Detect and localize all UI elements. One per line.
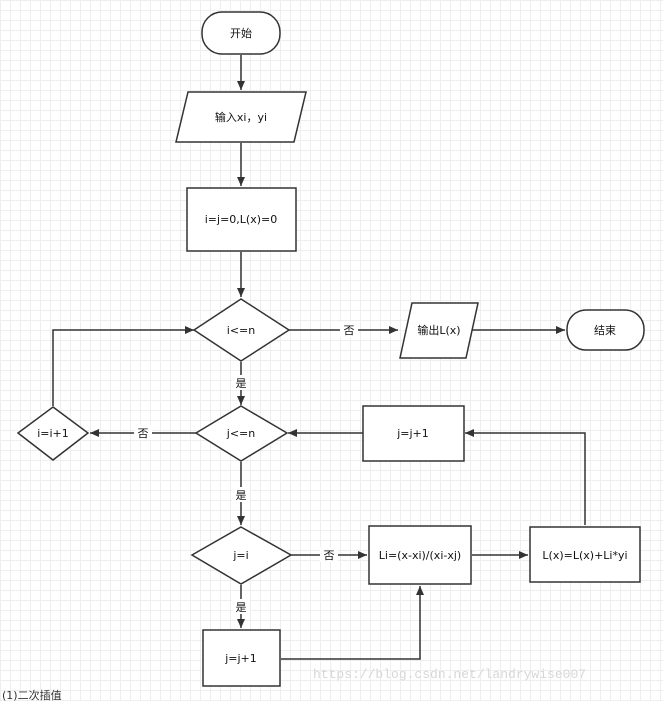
node-cond-i-label: i<=n [227,324,255,337]
node-input-label: 输入xi，yi [215,110,267,124]
node-end: 结束 [566,309,645,351]
node-l-update-label: L(x)=L(x)+Li*yi [542,549,627,562]
edges [52,55,586,660]
node-li-calc: Li=(x-xi)/(xi-xj) [368,525,472,585]
node-init-label: i=j=0,L(x)=0 [205,213,277,226]
node-start: 开始 [201,11,281,55]
edge-label-bg [232,599,250,614]
node-cond-eq-label: j=i [232,549,248,562]
node-li-calc-label: Li=(x-xi)/(xi-xj) [379,549,461,562]
watermark: https://blog.csdn.net/landrywise007 [313,667,586,682]
edge-label-cond-eq-yes: 是 [236,601,247,614]
edge-label-bg [320,547,338,562]
edge-label-cond-j-no: 否 [138,427,149,440]
node-output: 输出L(x) [399,302,479,359]
edge-label-cond-eq-no: 否 [324,549,335,562]
edge-label-cond-i-yes: 是 [236,377,247,390]
node-inc-j-bottom-label: j=j+1 [224,652,257,665]
node-cond-j: j<=n [194,405,289,462]
edge-label-bg [232,487,250,502]
node-inc-j-bottom: j=j+1 [202,629,281,687]
node-inc-i: i=i+1 [16,406,90,461]
edge-inc-i-cond-i [52,326,194,406]
node-output-label: 输出L(x) [417,323,460,337]
node-cond-j-label: j<=n [226,427,255,440]
node-l-update: L(x)=L(x)+Li*yi [529,526,641,583]
node-cond-i: i<=n [192,298,291,362]
node-input: 输入xi，yi [175,91,307,143]
edge-lupdate-inc-j-top [465,429,586,525]
caption: (1)二次插值 [2,688,62,701]
node-inc-j-top: j=j+1 [362,405,465,462]
node-inc-i-label: i=i+1 [37,427,69,440]
node-cond-eq: j=i [190,526,293,585]
edge-label-bg [232,375,250,390]
edge-label-bg [134,425,152,440]
node-end-label: 结束 [594,324,616,337]
edge-label-bg [340,322,358,337]
node-start-label: 开始 [230,26,252,40]
node-inc-j-top-label: j=j+1 [396,427,429,440]
edge-inc-j-bottom-li [281,586,424,660]
edge-label-cond-i-no: 否 [344,324,355,337]
edge-label-cond-j-yes: 是 [236,489,247,502]
node-init: i=j=0,L(x)=0 [186,187,297,252]
